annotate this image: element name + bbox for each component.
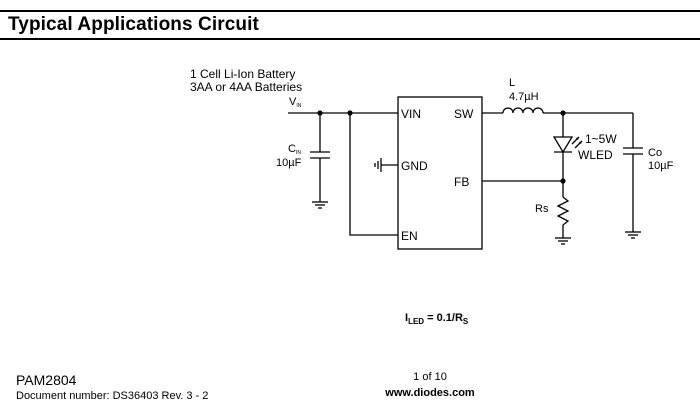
- led-arrowhead-1: [576, 137, 579, 140]
- top-rule: [0, 10, 700, 12]
- co-ground-symbol: [625, 231, 641, 239]
- led-diode-triangle: [552, 136, 574, 154]
- battery-label-line1: 1 Cell Li-Ion Battery: [190, 67, 295, 81]
- cin-ground-symbol: [312, 201, 328, 209]
- inductor-value: 4.7µH: [509, 91, 539, 103]
- footer-document-number: Document number: DS36403 Rev. 3 - 2: [16, 390, 209, 402]
- vin-label: VIN: [289, 96, 302, 109]
- led-power-label: 1~5W: [585, 132, 617, 146]
- led-name-label: WLED: [578, 148, 613, 162]
- junction-dot-fb: [560, 178, 566, 184]
- en-tie-wire: [349, 113, 398, 236]
- battery-label-line2: 3AA or 4AA Batteries: [190, 80, 302, 94]
- ic-pin-en: EN: [401, 229, 418, 243]
- rs-label: Rs: [535, 203, 549, 215]
- co-label: Co: [648, 147, 662, 159]
- cin-value: 10µF: [276, 157, 302, 169]
- junction-dot-cin: [317, 110, 323, 116]
- inductor-label: L: [509, 77, 515, 89]
- ic-pin-sw: SW: [454, 107, 474, 121]
- ic-pin-vin: VIN: [401, 107, 421, 121]
- inductor-coil: [502, 107, 544, 114]
- ic-ground-symbol: [374, 158, 398, 172]
- footer-part-number: PAM2804: [16, 372, 77, 388]
- ic-body: [397, 96, 483, 250]
- rs-ground-symbol: [555, 237, 571, 245]
- cin-label: CIN: [288, 143, 301, 156]
- footer-page-number: 1 of 10: [413, 371, 447, 383]
- co-value: 10µF: [648, 160, 674, 172]
- led-current-formula: ILED = 0.1/RS: [405, 312, 469, 327]
- led-arrowhead-2: [579, 141, 582, 144]
- rs-resistor: [556, 196, 570, 226]
- junction-dot-led: [560, 110, 566, 116]
- ic-pin-fb: FB: [454, 175, 469, 189]
- junction-dot-en: [347, 110, 353, 116]
- footer-website: www.diodes.com: [385, 387, 475, 399]
- title-underline: [0, 38, 700, 40]
- ic-pin-gnd: GND: [401, 159, 428, 173]
- section-title: Typical Applications Circuit: [8, 14, 259, 35]
